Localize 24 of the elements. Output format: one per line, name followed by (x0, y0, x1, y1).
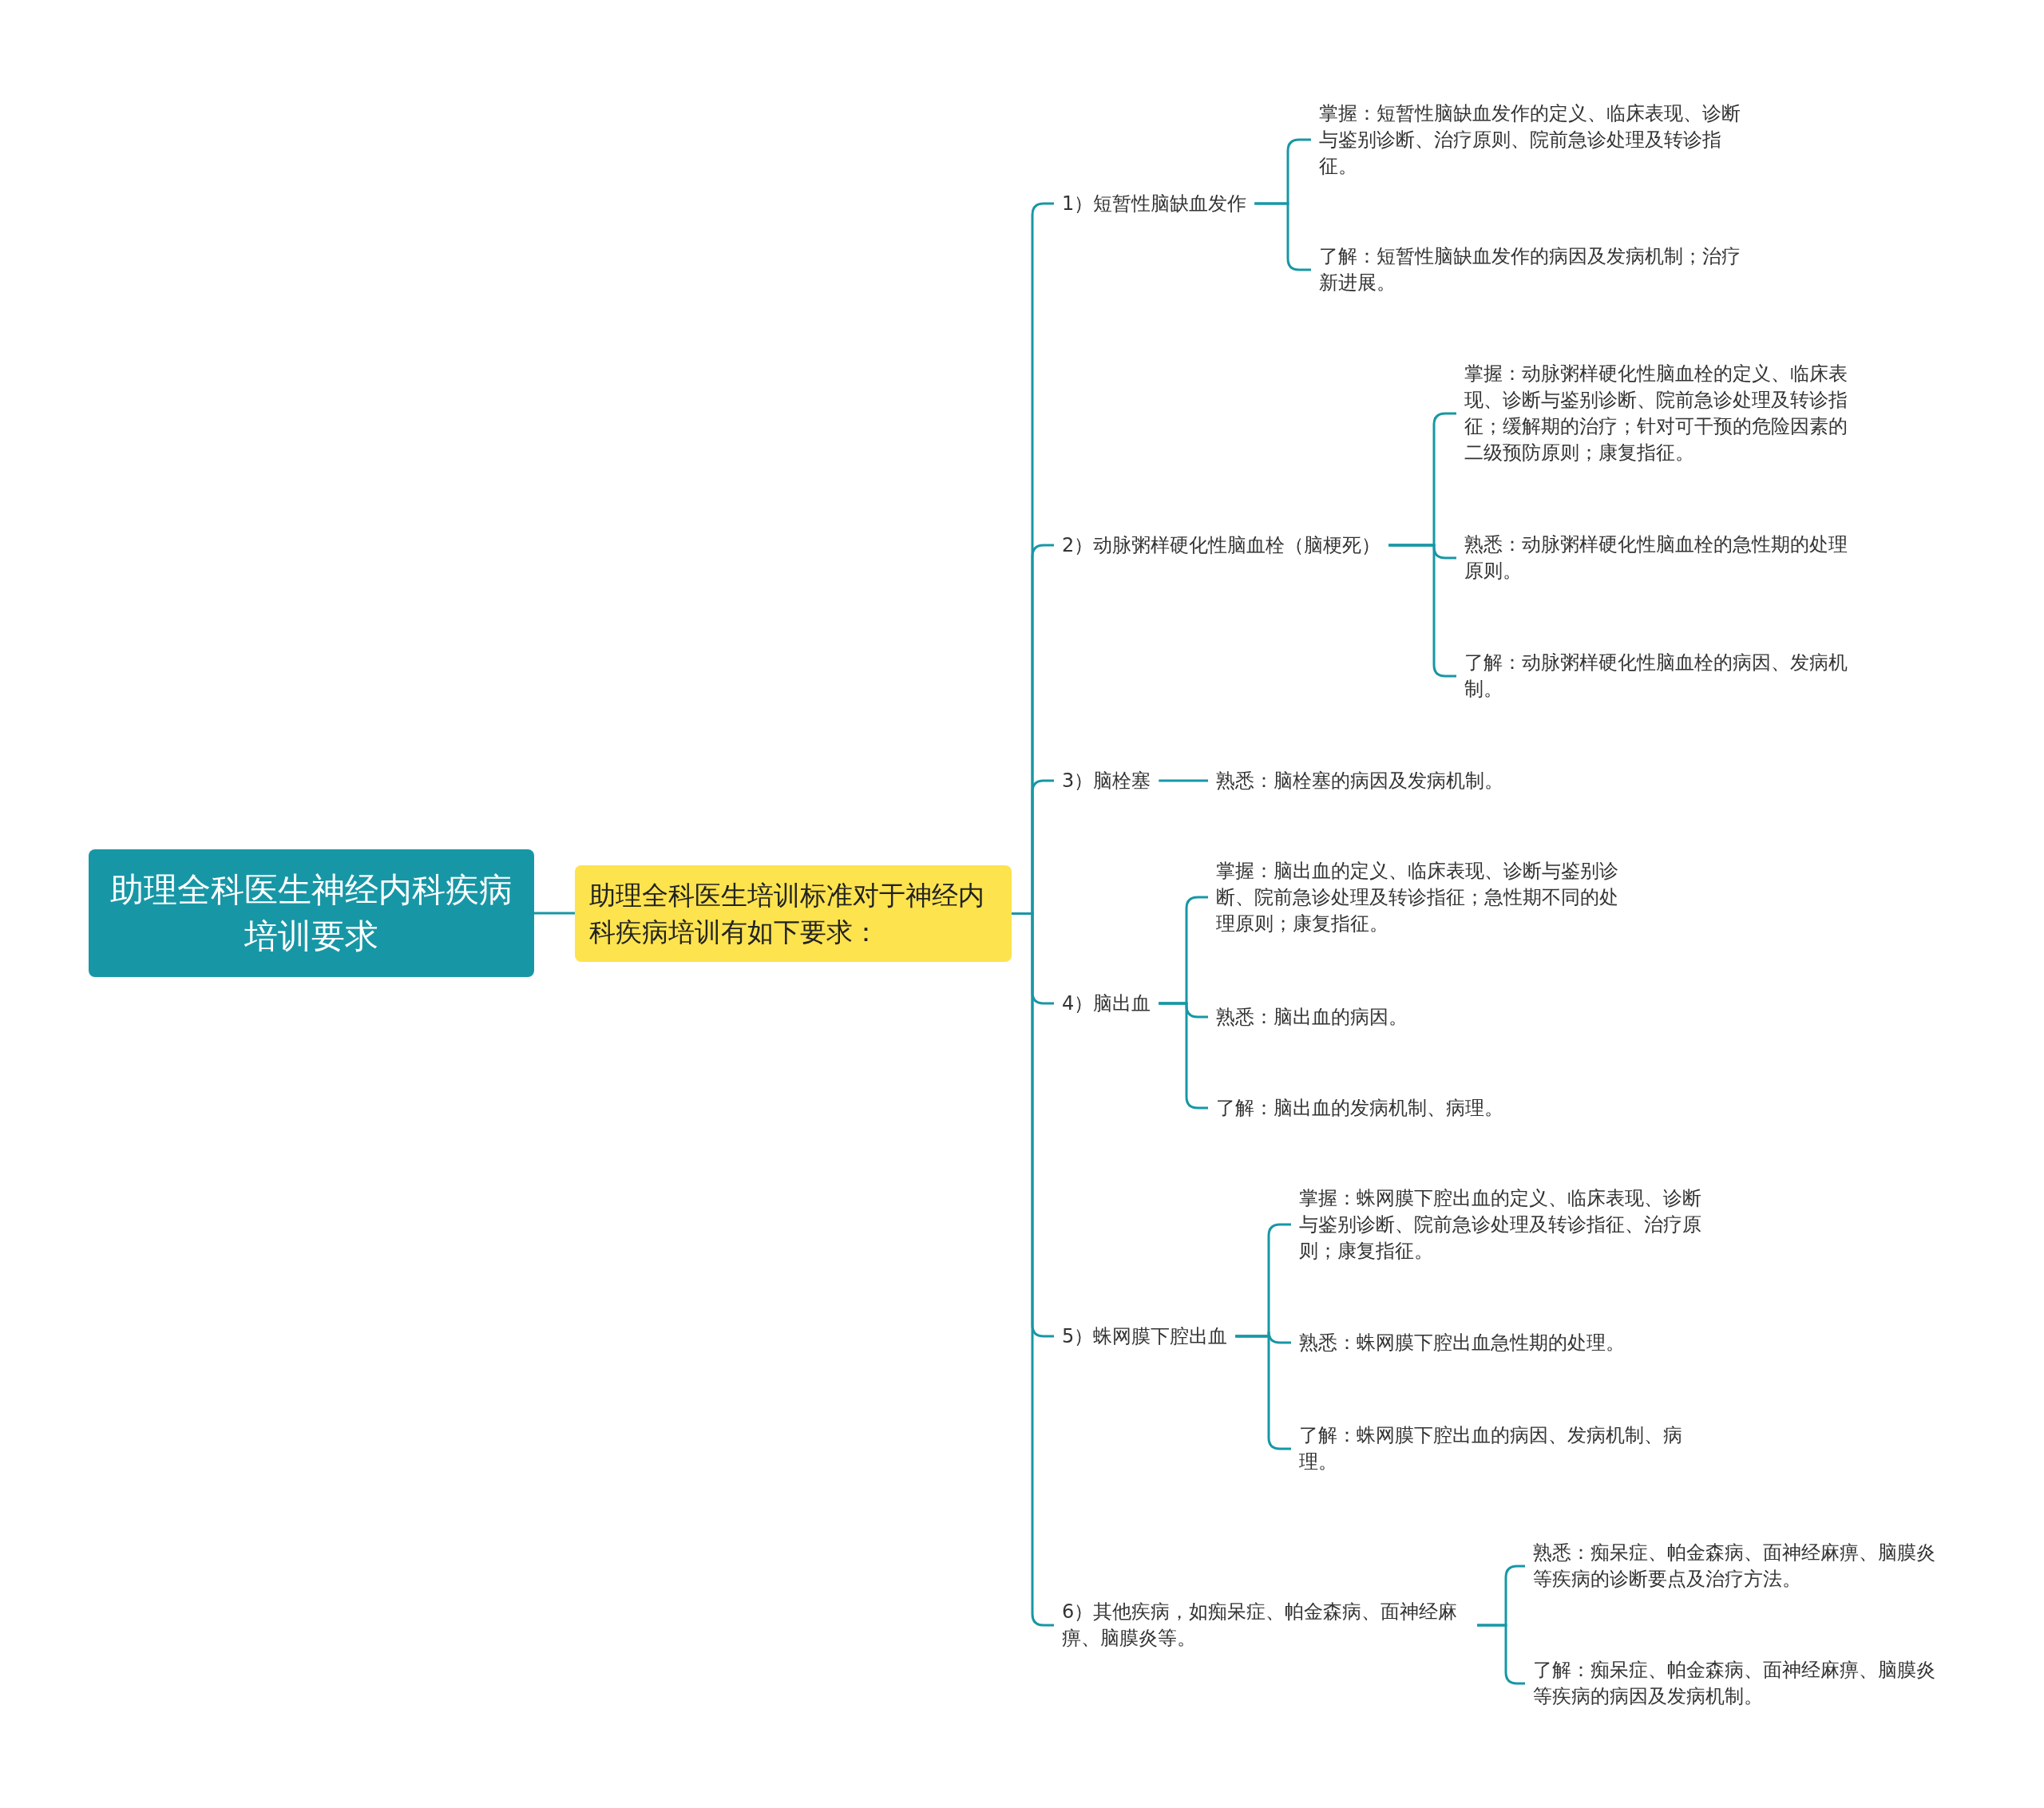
branch-label: 掌握：短暂性脑缺血发作的定义、临床表现、诊断与鉴别诊断、治疗原则、院前急诊处理及转诊指征。 (1319, 100, 1750, 180)
topic-box: 助理全科医生神经内科疾病培训要求 (89, 849, 534, 977)
subtopic-box: 助理全科医生培训标准对于神经内科疾病培训有如下要求： (575, 865, 1012, 962)
branch-label: 5）蛛网膜下腔出血 (1062, 1323, 1228, 1350)
connector-line (534, 912, 575, 915)
branch-label: 熟悉：脑出血的病因。 (1216, 1003, 1408, 1031)
branch-label: 6）其他疾病，如痴呆症、帕金森病、面神经麻痹、脑膜炎等。 (1062, 1599, 1469, 1652)
branch-label: 掌握：动脉粥样硬化性脑血栓的定义、临床表现、诊断与鉴别诊断、院前急诊处理及转诊指征；缓解期的治疗；针对可干预的危险因素的二级预防原则；康复指征。 (1464, 361, 1864, 466)
branch-label: 了解：短暂性脑缺血发作的病因及发病机制；治疗新进展。 (1319, 243, 1750, 296)
branch-label: 掌握：脑出血的定义、临床表现、诊断与鉴别诊断、院前急诊处理及转诊指征；急性期不同的处理原则；康复指征。 (1216, 857, 1631, 937)
branch-label: 了解：脑出血的发病机制、病理。 (1216, 1094, 1503, 1122)
branch-label: 熟悉：蛛网膜下腔出血急性期的处理。 (1299, 1329, 1625, 1356)
branch-label: 3）脑栓塞 (1062, 767, 1151, 794)
branch-label: 4）脑出血 (1062, 990, 1151, 1017)
branch-label: 熟悉：痴呆症、帕金森病、面神经麻痹、脑膜炎等疾病的诊断要点及治疗方法。 (1533, 1540, 1948, 1592)
branch-label: 熟悉：动脉粥样硬化性脑血栓的急性期的处理原则。 (1464, 532, 1864, 584)
branch-label: 了解：动脉粥样硬化性脑血栓的病因、发病机制。 (1464, 650, 1864, 702)
branch-label: 2）动脉粥样硬化性脑血栓（脑梗死） (1062, 532, 1381, 559)
branch-label: 1）短暂性脑缺血发作 (1062, 190, 1247, 217)
connector-line (1159, 779, 1208, 782)
branch-label: 熟悉：脑栓塞的病因及发病机制。 (1216, 767, 1503, 794)
branch-label: 了解：蛛网膜下腔出血的病因、发病机制、病理。 (1299, 1422, 1714, 1475)
branch-label: 了解：痴呆症、帕金森病、面神经麻痹、脑膜炎等疾病的病因及发病机制。 (1533, 1657, 1948, 1710)
branch-label: 掌握：蛛网膜下腔出血的定义、临床表现、诊断与鉴别诊断、院前急诊处理及转诊指征、治疗原则；康复指征。 (1299, 1185, 1714, 1264)
